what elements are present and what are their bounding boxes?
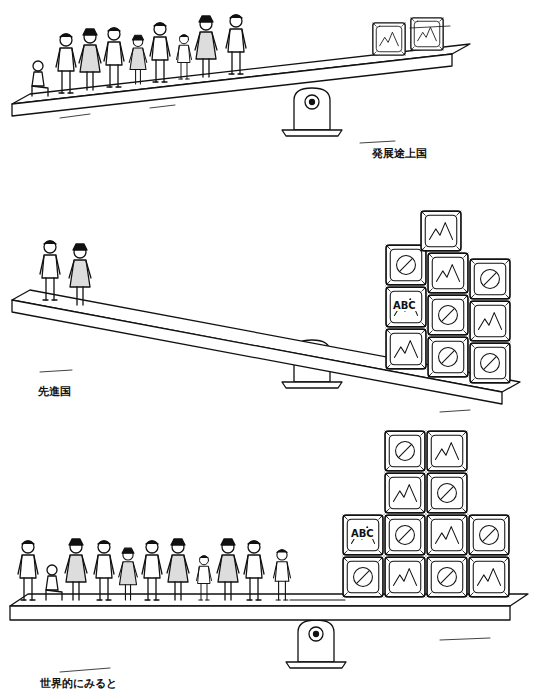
bottom-seesaw — [10, 431, 528, 672]
group-label: 世界的にみると — [40, 678, 117, 690]
group-label: 発展途上国 — [372, 148, 427, 160]
block-text: ABC — [392, 300, 417, 311]
middle-seesaw — [12, 211, 520, 412]
group-label: 先進国 — [38, 386, 71, 398]
block-text: ABC — [350, 528, 375, 539]
top-seesaw — [12, 15, 470, 143]
